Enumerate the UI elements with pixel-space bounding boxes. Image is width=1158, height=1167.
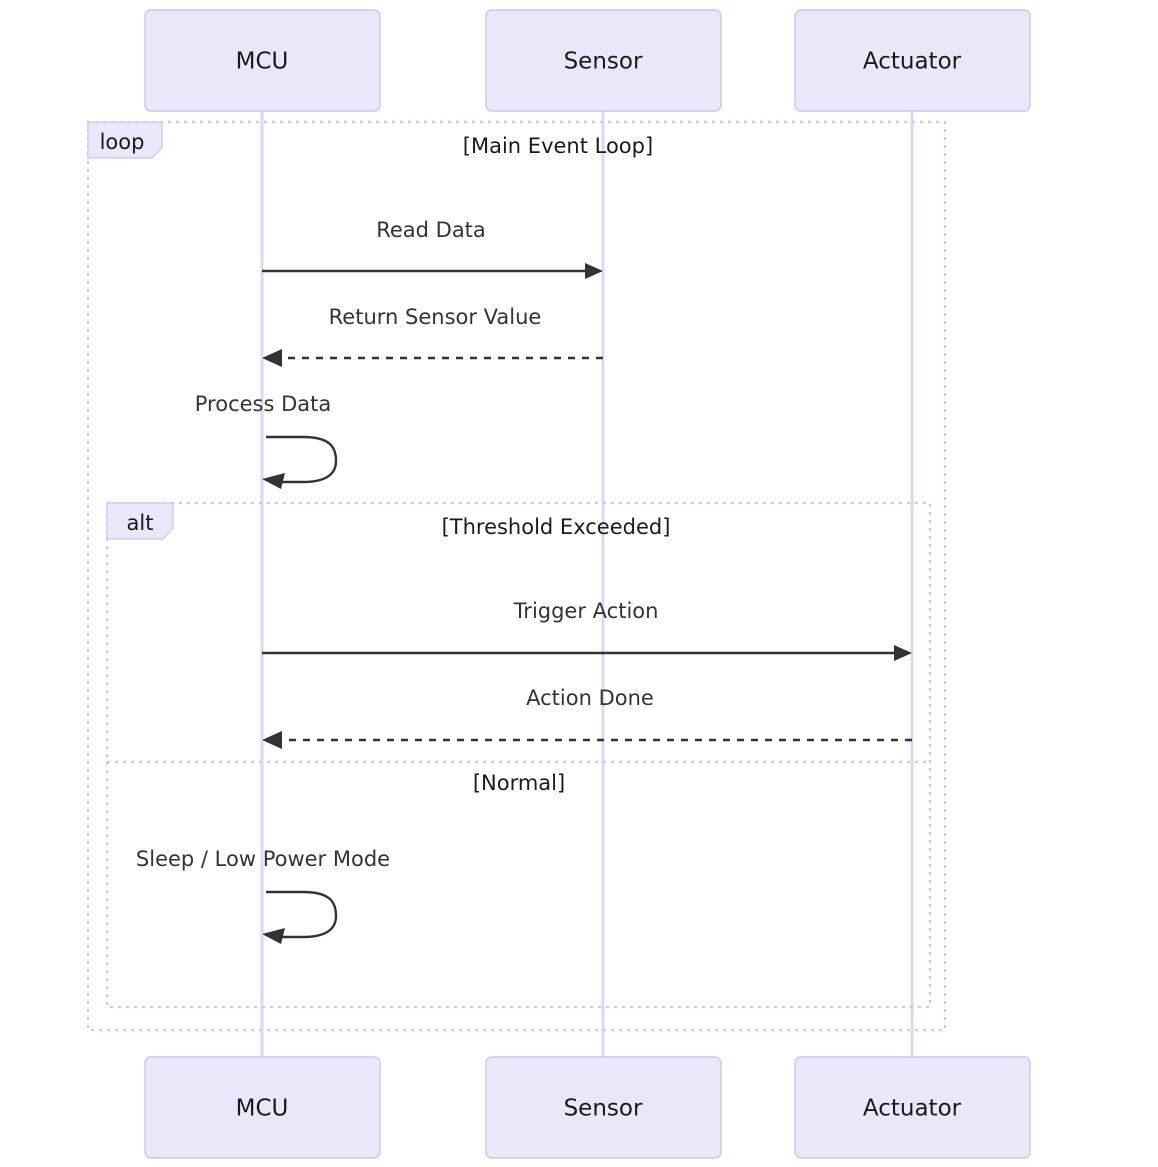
lifelines-group — [260, 111, 914, 1057]
message-action-done-label: Action Done — [526, 686, 654, 710]
participant-actuator-bottom-label: Actuator — [863, 1096, 962, 1122]
alt-fragment: alt [Threshold Exceeded] [Normal] — [105, 501, 932, 1009]
participant-mcu-bottom-box[interactable] — [144, 1056, 381, 1159]
message-sleep-low-power-mode-arrowhead — [262, 928, 285, 944]
participant-boxes-bottom: MCU Sensor Actuator — [144, 1056, 1031, 1159]
participant-mcu-top-box[interactable] — [144, 9, 381, 112]
participant-mcu-bottom-label: MCU — [236, 1096, 289, 1122]
participant-mcu-bottom[interactable]: MCU — [144, 1056, 381, 1159]
participant-mcu-top-label: MCU — [236, 49, 289, 75]
participant-mcu-top[interactable]: MCU — [144, 9, 381, 112]
participant-sensor-top[interactable]: Sensor — [485, 9, 722, 112]
message-action-done: Action Done — [262, 686, 912, 749]
participant-sensor-bottom[interactable]: Sensor — [485, 1056, 722, 1159]
alt-fragment-else-condition-label: [Normal] — [473, 771, 565, 795]
message-process-data: Process Data — [195, 392, 338, 489]
loop-fragment: loop [Main Event Loop] — [86, 120, 947, 1032]
message-process-data-arrowhead — [262, 473, 285, 489]
loop-fragment-operator-label: loop — [100, 130, 145, 154]
message-trigger-action-arrowhead — [894, 645, 912, 661]
participant-actuator-top-label: Actuator — [863, 49, 962, 75]
message-process-data-label: Process Data — [195, 392, 331, 416]
loop-fragment-tab — [87, 121, 163, 159]
participant-actuator-top[interactable]: Actuator — [794, 9, 1031, 112]
participant-boxes-top: MCU Sensor Actuator — [144, 9, 1031, 112]
participant-actuator-top-box[interactable] — [794, 9, 1031, 112]
message-trigger-action-label: Trigger Action — [513, 599, 659, 623]
message-read-data-label: Read Data — [376, 218, 486, 242]
message-return-sensor-value: Return Sensor Value — [262, 305, 603, 367]
participant-sensor-bottom-box[interactable] — [485, 1056, 722, 1159]
message-trigger-action: Trigger Action — [262, 599, 912, 661]
message-action-done-arrowhead — [262, 731, 282, 749]
message-sleep-low-power-mode-self-loop — [266, 890, 338, 939]
message-return-sensor-value-label: Return Sensor Value — [329, 305, 542, 329]
alt-fragment-operator-label: alt — [127, 511, 154, 535]
loop-fragment-outline — [86, 120, 947, 1032]
participant-sensor-bottom-label: Sensor — [564, 1096, 643, 1122]
alt-fragment-condition-label: [Threshold Exceeded] — [442, 515, 671, 539]
participant-actuator-bottom-box[interactable] — [794, 1056, 1031, 1159]
message-sleep-low-power-mode: Sleep / Low Power Mode — [136, 847, 390, 944]
message-return-sensor-value-arrowhead — [262, 349, 282, 367]
message-read-data: Read Data — [262, 218, 603, 279]
message-process-data-self-loop — [266, 435, 338, 484]
alt-fragment-tab — [106, 502, 174, 540]
participant-actuator-bottom[interactable]: Actuator — [794, 1056, 1031, 1159]
participant-sensor-top-label: Sensor — [564, 49, 643, 75]
alt-fragment-outline — [105, 501, 932, 1009]
message-sleep-low-power-mode-label: Sleep / Low Power Mode — [136, 847, 390, 871]
loop-fragment-condition-label: [Main Event Loop] — [463, 134, 653, 158]
participant-sensor-top-box[interactable] — [485, 9, 722, 112]
message-read-data-arrowhead — [585, 263, 603, 279]
